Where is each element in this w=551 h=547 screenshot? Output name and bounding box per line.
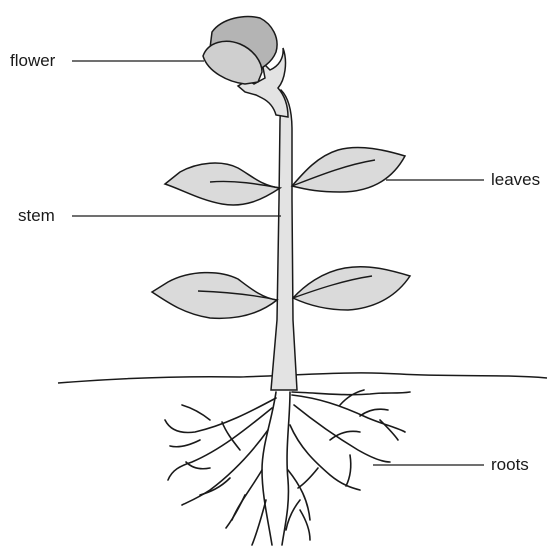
leaf-upper-right bbox=[292, 148, 405, 192]
stem bbox=[268, 90, 297, 390]
leaf-upper-left bbox=[165, 163, 280, 205]
leaf-lower-left bbox=[152, 273, 277, 319]
leaf-lower-right bbox=[293, 267, 410, 310]
label-roots: roots bbox=[491, 455, 529, 475]
roots bbox=[165, 390, 410, 545]
label-stem: stem bbox=[18, 206, 55, 226]
label-leaves: leaves bbox=[491, 170, 540, 190]
ground-line bbox=[58, 373, 547, 383]
flower bbox=[203, 17, 288, 117]
label-flower: flower bbox=[10, 51, 55, 71]
